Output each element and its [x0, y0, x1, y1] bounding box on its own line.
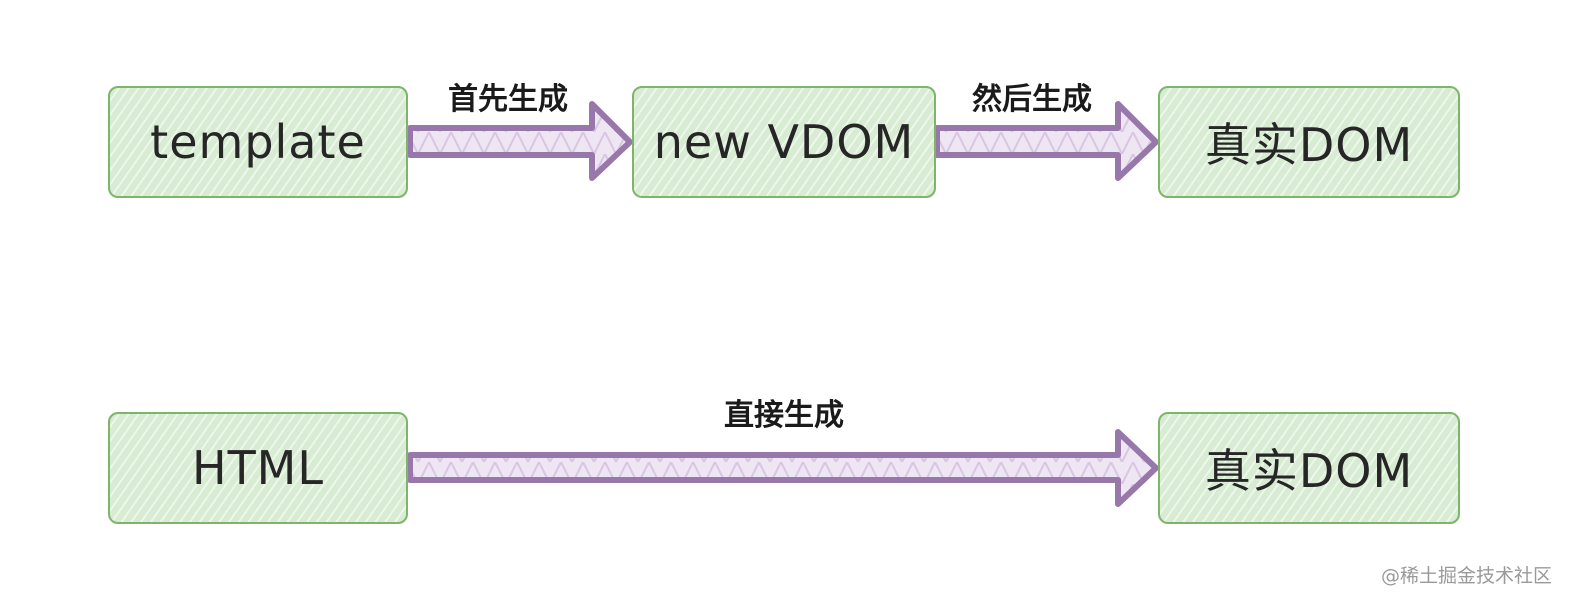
node-real-dom-top: 真实DOM	[1158, 86, 1460, 198]
arrow-template-to-vdom	[407, 101, 633, 181]
edge-label-direct-generate: 直接生成	[724, 398, 844, 433]
node-template: template	[108, 86, 408, 198]
node-template-label: template	[150, 115, 366, 169]
node-new-vdom-label: new VDOM	[653, 115, 915, 169]
node-real-dom-top-label: 真实DOM	[1204, 118, 1414, 172]
arrow-html-to-dom	[407, 429, 1159, 507]
node-new-vdom: new VDOM	[632, 86, 936, 198]
arrow-vdom-to-dom	[934, 101, 1159, 181]
node-real-dom-bottom: 真实DOM	[1158, 412, 1460, 524]
node-html: HTML	[108, 412, 408, 524]
node-real-dom-bottom-label: 真实DOM	[1204, 444, 1414, 498]
watermark-text: @稀土掘金技术社区	[1380, 565, 1552, 587]
node-html-label: HTML	[191, 441, 324, 495]
edge-label-first-generate: 首先生成	[448, 82, 568, 117]
edge-label-then-generate: 然后生成	[972, 82, 1092, 117]
